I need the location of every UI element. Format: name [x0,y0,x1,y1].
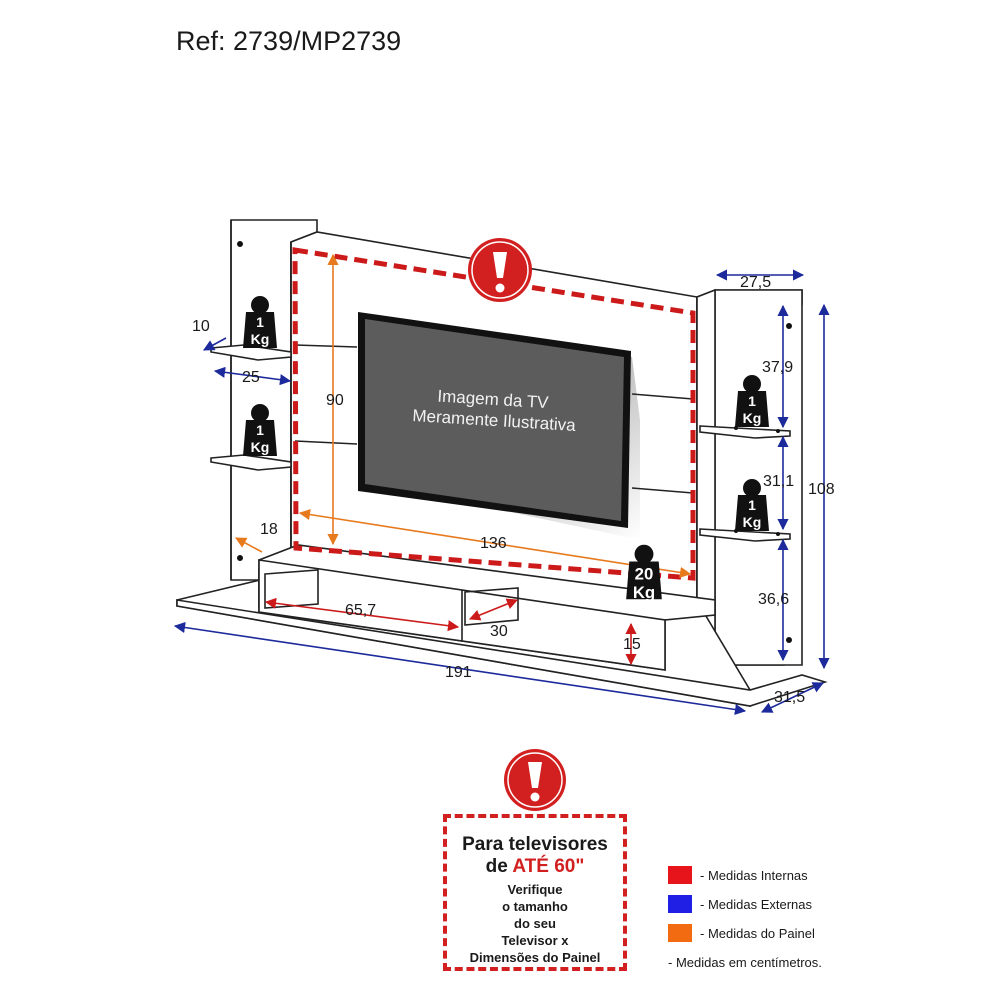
weight-icon: 1 Kg [735,479,769,531]
panel-groove [631,487,694,494]
tv-illustration: Imagem da TV Meramente Ilustrativa [358,312,640,540]
dim-line-18 [235,537,263,553]
reference-title: Ref: 2739/MP2739 [176,26,402,56]
dimension-labels: 10 25 90 18 136 65,7 30 15 191 31,5 27,5… [192,274,835,706]
warning-heading: Para televisores [462,834,608,855]
panel-groove [294,344,358,348]
svg-text:1: 1 [748,393,756,409]
legend-swatch-orange [668,924,692,942]
weight-icon: 1 Kg [735,375,769,427]
dim-label-37-9: 37,9 [762,359,793,376]
dim-label-36-6: 36,6 [758,591,789,608]
tv-screen [365,319,624,521]
svg-text:1: 1 [748,497,756,513]
warning-subheading: de ATÉ 60" [447,856,623,878]
weight-icon: 1 Kg [243,404,277,456]
dim-label-136: 136 [480,535,507,552]
right-shelf-top [699,425,791,439]
svg-text:Kg: Kg [251,331,270,347]
warning-line: Televisor x [501,933,569,948]
dim-label-27-5: 27,5 [740,274,771,291]
legend-swatch-red [668,866,692,884]
legend-note: - Medidas em centímetros. [668,955,822,970]
dim-label-191: 191 [445,664,472,681]
dim-line-31-5 [760,682,825,713]
warning-highlight: ATÉ 60" [512,856,585,877]
dim-line-10 [203,337,227,351]
weight-markers: 1 Kg 1 Kg 1 Kg 1 Kg 20 Kg [243,296,769,602]
warning-line: Dimensões do Painel [469,950,601,965]
dimension-lines [173,253,830,716]
dim-label-90: 90 [326,392,344,409]
warning-line: do seu [514,916,556,931]
dim-line-25 [213,366,292,386]
svg-text:Kg: Kg [743,514,762,530]
warning-icon [468,238,532,302]
dim-label-18: 18 [260,521,278,538]
screw-hole [237,555,243,561]
legend-label: - Medidas do Painel [700,925,815,941]
dim-line-191 [173,621,747,716]
legend-item-external: - Medidas Externas [668,894,812,914]
screw-hole [776,532,780,536]
dim-label-65-7: 65,7 [345,602,376,619]
dim-label-10: 10 [192,318,210,335]
legend-label: - Medidas Internas [700,867,808,883]
legend-swatch-blue [668,895,692,913]
legend-item-panel: - Medidas do Painel [668,923,815,943]
screw-hole [786,323,792,329]
warning-icon [504,749,566,811]
screw-hole [237,241,243,247]
dim-label-25: 25 [242,369,260,386]
screw-hole [734,426,738,430]
dim-label-30: 30 [490,623,508,640]
weight-icon-rack: 20 Kg [626,544,662,602]
panel-inner-outline [292,247,696,581]
dim-line-136 [298,509,692,578]
dim-label-31-5: 31,5 [774,689,805,706]
warning-body: Verifique o tamanho do seu Televisor x D… [447,881,623,966]
warning-prefix: de [485,856,513,877]
right-shelf-bottom [699,528,791,542]
warning-line: o tamanho [502,899,568,914]
warning-line: Verifique [507,882,563,897]
screw-hole [786,637,792,643]
dim-label-108: 108 [808,481,835,498]
svg-text:1: 1 [256,422,264,438]
dim-line-30 [468,598,519,621]
screw-hole [776,429,780,433]
dim-label-31-1: 31,1 [763,473,794,490]
svg-text:20: 20 [635,564,654,583]
svg-text:Kg: Kg [251,439,270,455]
tv-size-warning-box: Para televisores de ATÉ 60" Verifique o … [443,814,627,971]
svg-text:1: 1 [256,314,264,330]
dim-label-15: 15 [623,636,641,653]
legend-item-internal: - Medidas Internas [668,865,808,885]
legend-label: - Medidas Externas [700,896,812,912]
weight-icon: 1 Kg [243,296,277,348]
panel-groove [631,393,694,400]
svg-text:Kg: Kg [633,583,655,602]
svg-text:Kg: Kg [743,410,762,426]
panel-groove [294,440,358,445]
